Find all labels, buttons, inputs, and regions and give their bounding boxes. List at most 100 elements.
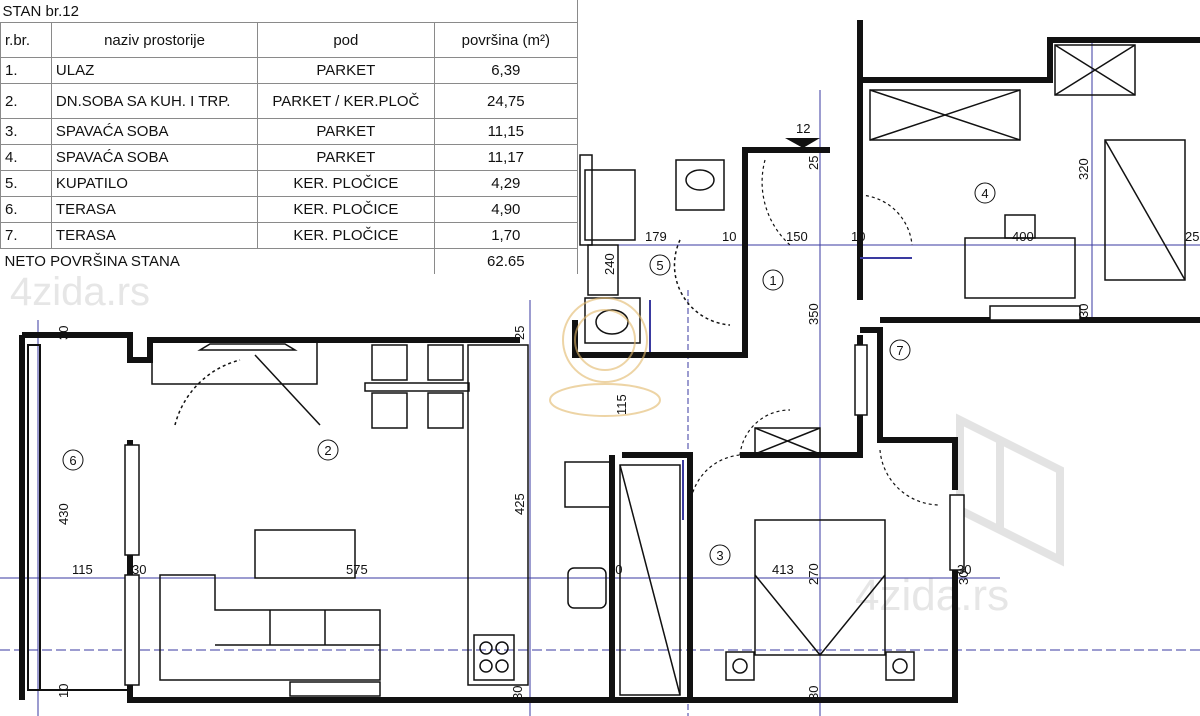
room-name: SPAVAĆA SOBA	[50, 144, 259, 171]
dimension-label: 25	[512, 326, 527, 340]
dimension-label: 10	[722, 229, 736, 244]
doors	[689, 159, 941, 511]
room-name: TERASA	[50, 196, 259, 223]
room-area: 4,29	[433, 170, 579, 197]
column-header: r.br.	[0, 22, 52, 58]
compass-logo-icon	[549, 297, 661, 417]
dimension-label: 30	[132, 562, 146, 577]
dimension-label: 350	[806, 303, 821, 325]
room-label-3: 3	[709, 544, 731, 566]
room-labels: 1 2 3 4 5 6 7	[62, 182, 996, 566]
dimension-label: 413	[772, 562, 794, 577]
room-name: KUPATILO	[50, 170, 259, 197]
room-area: 4,90	[433, 196, 579, 223]
door-leaves	[649, 257, 912, 520]
room-name: ULAZ	[50, 57, 259, 84]
dimension-label: 25	[1185, 229, 1199, 244]
svg-text:2: 2	[324, 443, 331, 458]
windows	[124, 154, 1081, 697]
room-area: 6,39	[433, 57, 579, 84]
dimension-label: 115	[72, 562, 93, 577]
living-room-furniture	[151, 341, 470, 681]
total-label: NETO POVRŠINA STANA	[0, 248, 435, 274]
dimension-label: 30	[1076, 304, 1091, 318]
column-header: površina (m²)	[433, 22, 579, 58]
table-total-row: NETO POVRŠINA STANA 62.65	[0, 248, 579, 274]
dimension-label: 10	[56, 684, 71, 698]
svg-text:4: 4	[981, 186, 988, 201]
row-number: 2.	[0, 83, 52, 119]
column-header: naziv prostorije	[50, 22, 259, 58]
kitchen-counter	[467, 344, 611, 686]
svg-text:3: 3	[716, 548, 723, 563]
table-row: 3. SPAVAĆA SOBA PARKET 11,15	[0, 118, 579, 145]
bathroom-fixtures	[584, 159, 731, 344]
room-label-5: 5	[649, 254, 671, 276]
row-number: 7.	[0, 222, 52, 249]
room-name: TERASA	[50, 222, 259, 249]
dimension-label: 10	[851, 229, 865, 244]
svg-text:7: 7	[896, 343, 903, 358]
table-row: 6. TERASA KER. PLOČICE 4,90	[0, 196, 579, 223]
room-area: 24,75	[433, 83, 579, 119]
room-label-2: 2	[317, 439, 339, 461]
dimension-label: 115	[614, 394, 629, 415]
dimension-label: 430	[56, 503, 71, 525]
table-title: STAN br.12	[0, 0, 578, 23]
dimension-label: 320	[1076, 158, 1091, 180]
dimension-label: 30	[957, 562, 971, 577]
table-row: 7. TERASA KER. PLOČICE 1,70	[0, 222, 579, 249]
bedroom-3-furniture	[619, 427, 915, 696]
floor-type: KER. PLOČICE	[257, 222, 435, 249]
watermark-logo-icon	[956, 413, 1064, 567]
floor-type: PARKET	[257, 57, 435, 84]
dimension-label: 400	[1012, 229, 1034, 244]
dimension-label: 240	[602, 253, 617, 275]
table-row: 5. KUPATILO KER. PLOČICE 4,29	[0, 170, 579, 197]
dimension-label: 10	[608, 562, 622, 577]
room-area: 11,17	[433, 144, 579, 171]
dimension-label: 30	[956, 571, 971, 585]
row-number: 5.	[0, 170, 52, 197]
room-label-1: 1	[762, 269, 784, 291]
terrace-4-structure	[869, 44, 1186, 281]
svg-text:1: 1	[769, 273, 776, 288]
row-number: 6.	[0, 196, 52, 223]
room-label-4: 4	[974, 182, 996, 204]
dimension-label: 30	[510, 686, 525, 700]
floor-type: KER. PLOČICE	[257, 170, 435, 197]
bedroom-4-furniture	[964, 214, 1076, 299]
entrance-marker: 12	[785, 121, 820, 148]
row-number: 4.	[0, 144, 52, 171]
row-number: 3.	[0, 118, 52, 145]
floor-type: PARKET / KER.PLOČ	[257, 83, 435, 119]
dimension-label: 30	[806, 686, 821, 700]
dimension-label: 575	[346, 562, 368, 577]
dimension-label: 179	[645, 229, 667, 244]
floor-type: PARKET	[257, 144, 435, 171]
dimension-label: 30	[56, 326, 71, 340]
room-label-7: 7	[889, 339, 911, 361]
entrance-marker-label: 12	[796, 121, 810, 136]
dimension-labels: 179 10 150 10 400 25 25 320 240 350 30 3…	[56, 156, 1199, 700]
watermark-text-left: 4zida.rs	[10, 270, 150, 314]
room-name: DN.SOBA SA KUH. I TRP.	[50, 83, 259, 119]
floor-type: PARKET	[257, 118, 435, 145]
dimension-label: 425	[512, 493, 527, 515]
room-label-6: 6	[62, 449, 84, 471]
dimension-label: 150	[786, 229, 808, 244]
svg-text:6: 6	[69, 453, 76, 468]
room-area: 1,70	[433, 222, 579, 249]
room-area: 11,15	[433, 118, 579, 145]
dimension-label: 25	[806, 156, 821, 170]
total-area: 62.65	[434, 248, 579, 274]
table-row: 2. DN.SOBA SA KUH. I TRP. PARKET / KER.P…	[0, 83, 579, 119]
terrace-6-railing	[27, 344, 130, 691]
column-header: pod	[257, 22, 435, 58]
room-schedule-table: STAN br.12 r.br. naziv prostorije pod po…	[0, 0, 579, 274]
table-row: 4. SPAVAĆA SOBA PARKET 11,17	[0, 144, 579, 171]
table-row: 1. ULAZ PARKET 6,39	[0, 57, 579, 84]
floor-type: KER. PLOČICE	[257, 196, 435, 223]
row-number: 1.	[0, 57, 52, 84]
